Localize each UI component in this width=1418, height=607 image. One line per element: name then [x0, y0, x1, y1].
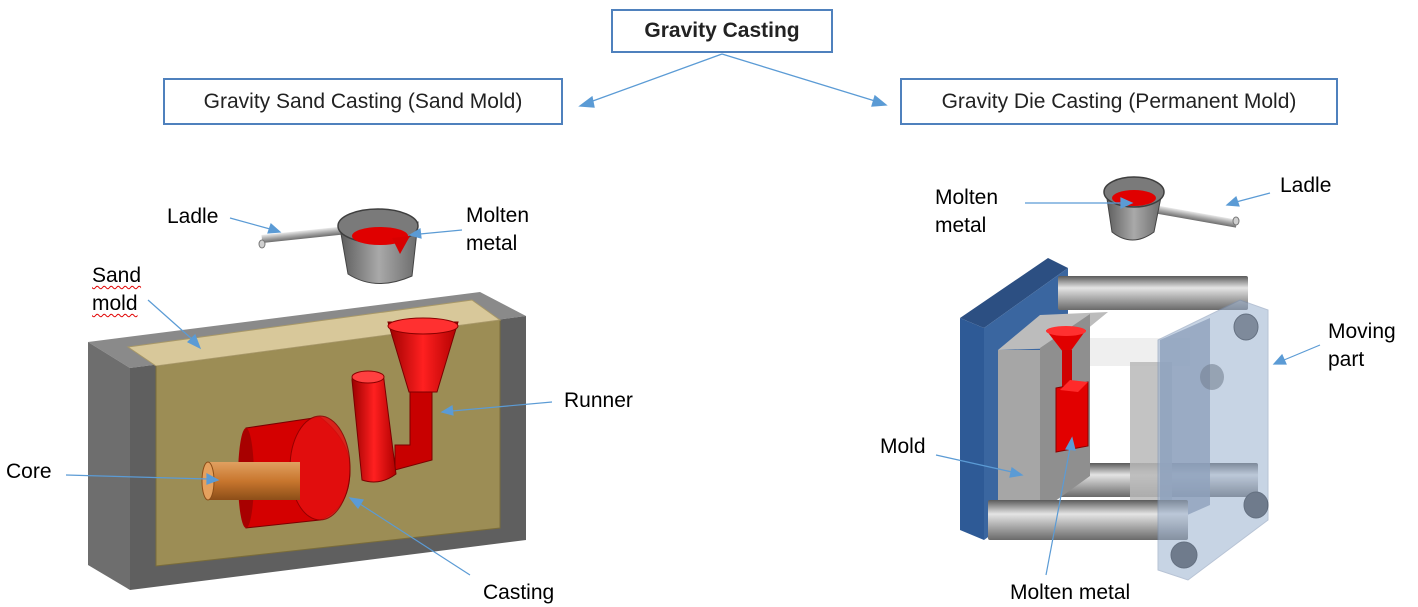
moving-platen: [1157, 299, 1269, 581]
sand-callout-lines: [65, 217, 553, 576]
label-core: Core: [6, 460, 52, 483]
sand-mold-top: [126, 299, 502, 367]
root-box-gravity-casting: Gravity Casting: [611, 9, 833, 53]
label-casting: Casting: [483, 581, 555, 604]
label-mold: Mold: [880, 435, 926, 458]
label-moving-part-2: part: [1328, 348, 1365, 371]
label-molten-die-1: Molten: [935, 186, 999, 209]
label-molten-die-2: metal: [935, 214, 987, 237]
label-sand-mold-1: Sand: [92, 264, 142, 287]
sand-ladle: [258, 208, 419, 285]
die-callout-lines: [935, 192, 1321, 576]
label-molten-sand-2: metal: [466, 232, 518, 255]
branch-sand-label: Gravity Sand Casting (Sand Mold): [203, 89, 523, 113]
die-ladle: [1103, 176, 1240, 241]
branch-box-sand-casting: Gravity Sand Casting (Sand Mold): [163, 78, 563, 125]
label-runner: Runner: [564, 389, 633, 412]
label-sand-mold-2: mold: [92, 292, 138, 315]
root-title: Gravity Casting: [644, 19, 800, 42]
branch-die-label: Gravity Die Casting (Permanent Mold): [941, 89, 1297, 113]
label-moving-part-1: Moving: [1328, 320, 1396, 343]
label-ladle-die: Ladle: [1280, 174, 1332, 197]
branch-box-die-casting: Gravity Die Casting (Permanent Mold): [900, 78, 1338, 125]
label-ladle-sand: Ladle: [167, 205, 219, 228]
tree-connectors: [578, 53, 888, 108]
label-molten-sand-1: Molten: [466, 204, 530, 227]
label-molten-metal-bottom: Molten metal: [1010, 581, 1131, 604]
die-casting-machine: [960, 258, 1269, 581]
die-casting-part: [1046, 326, 1089, 453]
